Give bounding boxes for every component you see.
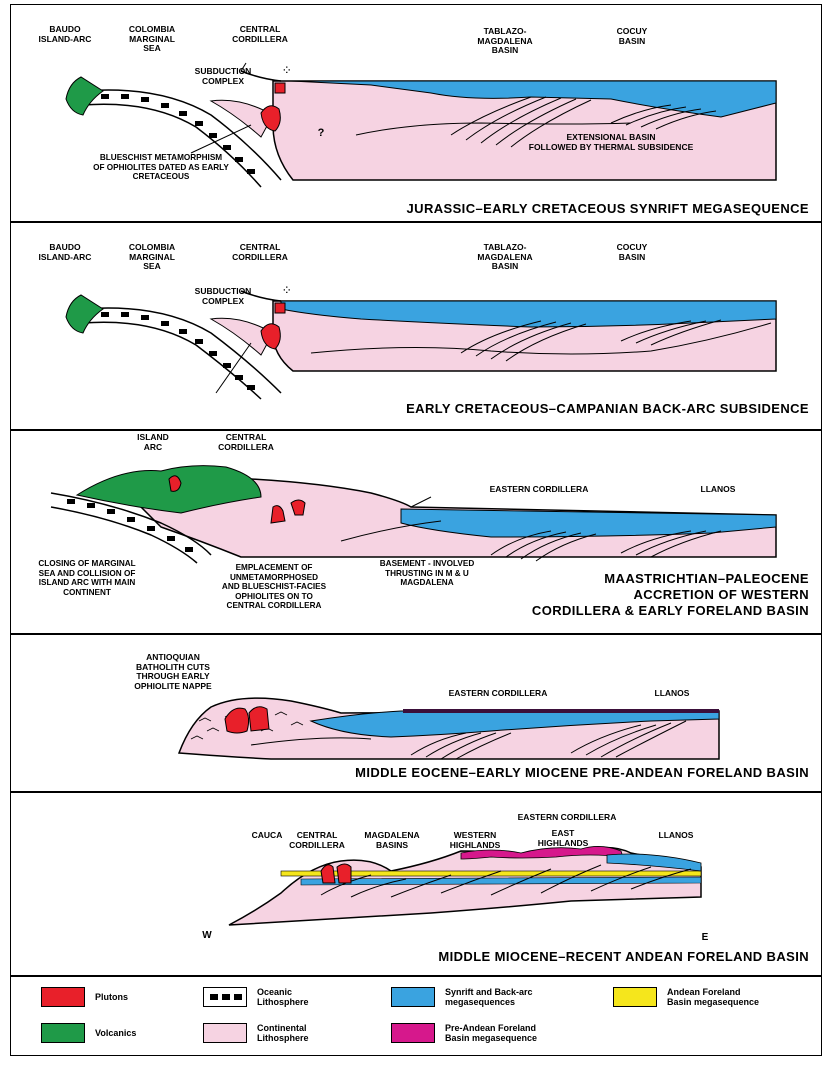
- panel-maastrichtian-paleocene: ISLAND ARC CENTRAL CORDILLERA EASTERN CO…: [10, 430, 822, 634]
- svg-text:⁘: ⁘: [283, 285, 291, 295]
- legend-label-plutons: Plutons: [95, 992, 128, 1002]
- label-antioquian-batholith: ANTIOQUIAN BATHOLITH CUTS THROUGH EARLY …: [123, 653, 223, 691]
- legend-label-oceanic: Oceanic Lithosphere: [257, 987, 309, 1007]
- legend-swatch-oceanic: [203, 987, 247, 1007]
- label-west: W: [199, 931, 215, 941]
- label-central-cordillera: CENTRAL CORDILLERA: [225, 243, 295, 262]
- legend-swatch-volcanics: [41, 1023, 85, 1043]
- label-baudo-island-arc: BAUDO ISLAND-ARC: [33, 25, 97, 44]
- panel-2-title: EARLY CRETACEOUS–CAMPANIAN BACK-ARC SUBS…: [211, 401, 809, 416]
- label-island-arc: ISLAND ARC: [131, 433, 175, 452]
- legend: Plutons Volcanics Oceanic Lithosphere Co…: [10, 976, 822, 1056]
- label-central-cordillera: CENTRAL CORDILLERA: [287, 831, 347, 850]
- label-colombia-marginal-sea: COLOMBIA MARGINAL SEA: [119, 25, 185, 54]
- panel-5-title: MIDDLE MIOCENE–RECENT ANDEAN FORELAND BA…: [131, 949, 809, 964]
- legend-label-preandean: Pre-Andean Foreland Basin megasequence: [445, 1023, 537, 1043]
- label-central-cordillera: CENTRAL CORDILLERA: [225, 25, 295, 44]
- legend-swatch-andean: [613, 987, 657, 1007]
- label-llanos: LLANOS: [651, 831, 701, 841]
- label-cocuy-basin: COCUY BASIN: [607, 27, 657, 46]
- svg-text:⁘: ⁘: [283, 65, 291, 75]
- label-subduction-complex: SUBDUCTION COMPLEX: [183, 67, 263, 86]
- label-llanos: LLANOS: [647, 689, 697, 699]
- legend-label-synrift: Synrift and Back-arc megasequences: [445, 987, 533, 1007]
- label-extensional-basin: EXTENSIONAL BASIN FOLLOWED BY THERMAL SU…: [481, 133, 741, 152]
- legend-swatch-plutons: [41, 987, 85, 1007]
- label-tablazo-magdalena-basin: TABLAZO- MAGDALENA BASIN: [465, 27, 545, 56]
- label-east: E: [697, 933, 713, 943]
- label-magdalena-basins: MAGDALENA BASINS: [357, 831, 427, 850]
- note-closing-marginal-sea: CLOSING OF MARGINAL SEA AND COLLISION OF…: [25, 559, 149, 597]
- note-blueschist-metamorphism: BLUESCHIST METAMORPHISM OF OPHIOLITES DA…: [51, 153, 271, 182]
- label-question-mark: ?: [311, 129, 331, 139]
- panel-4-title: MIDDLE EOCENE–EARLY MIOCENE PRE-ANDEAN F…: [131, 765, 809, 780]
- label-east-highlands: EAST HIGHLANDS: [533, 829, 593, 848]
- label-llanos: LLANOS: [693, 485, 743, 495]
- label-baudo-island-arc: BAUDO ISLAND-ARC: [33, 243, 97, 262]
- legend-label-volcanics: Volcanics: [95, 1028, 136, 1038]
- legend-label-continental: Continental Lithosphere: [257, 1023, 309, 1043]
- label-tablazo-magdalena-basin: TABLAZO- MAGDALENA BASIN: [465, 243, 545, 272]
- label-eastern-cordillera: EASTERN CORDILLERA: [433, 689, 563, 699]
- panel-jurassic-synrift: ⁘ BAUDO ISLAND-ARC COLOMBIA MARGINAL SEA…: [10, 4, 822, 222]
- panel-miocene-recent: EASTERN CORDILLERA CAUCA CENTRAL CORDILL…: [10, 792, 822, 976]
- legend-swatch-preandean: [391, 1023, 435, 1043]
- label-cauca: CAUCA: [247, 831, 287, 841]
- note-basement-thrusting: BASEMENT - INVOLVED THRUSTING IN M & U M…: [367, 559, 487, 588]
- panel-eocene-miocene: ANTIOQUIAN BATHOLITH CUTS THROUGH EARLY …: [10, 634, 822, 792]
- label-eastern-cordillera: EASTERN CORDILLERA: [497, 813, 637, 823]
- label-cocuy-basin: COCUY BASIN: [607, 243, 657, 262]
- note-emplacement-ophiolites: EMPLACEMENT OF UNMETAMORPHOSED AND BLUES…: [209, 563, 339, 611]
- legend-label-andean: Andean Foreland Basin megasequence: [667, 987, 759, 1007]
- label-subduction-complex: SUBDUCTION COMPLEX: [183, 287, 263, 306]
- label-eastern-cordillera: EASTERN CORDILLERA: [479, 485, 599, 495]
- panel-3-title: MAASTRICHTIAN–PALEOCENE ACCRETION OF WES…: [471, 571, 809, 619]
- legend-swatch-continental: [203, 1023, 247, 1043]
- label-western-highlands: WESTERN HIGHLANDS: [443, 831, 507, 850]
- panel-1-title: JURASSIC–EARLY CRETACEOUS SYNRIFT MEGASE…: [211, 201, 809, 216]
- legend-swatch-synrift: [391, 987, 435, 1007]
- panel-early-cretaceous-backarc: ⁘ BAUDO ISLAND-ARC COLOMBIA MARGINAL SEA…: [10, 222, 822, 430]
- label-colombia-marginal-sea: COLOMBIA MARGINAL SEA: [119, 243, 185, 272]
- label-central-cordillera: CENTRAL CORDILLERA: [211, 433, 281, 452]
